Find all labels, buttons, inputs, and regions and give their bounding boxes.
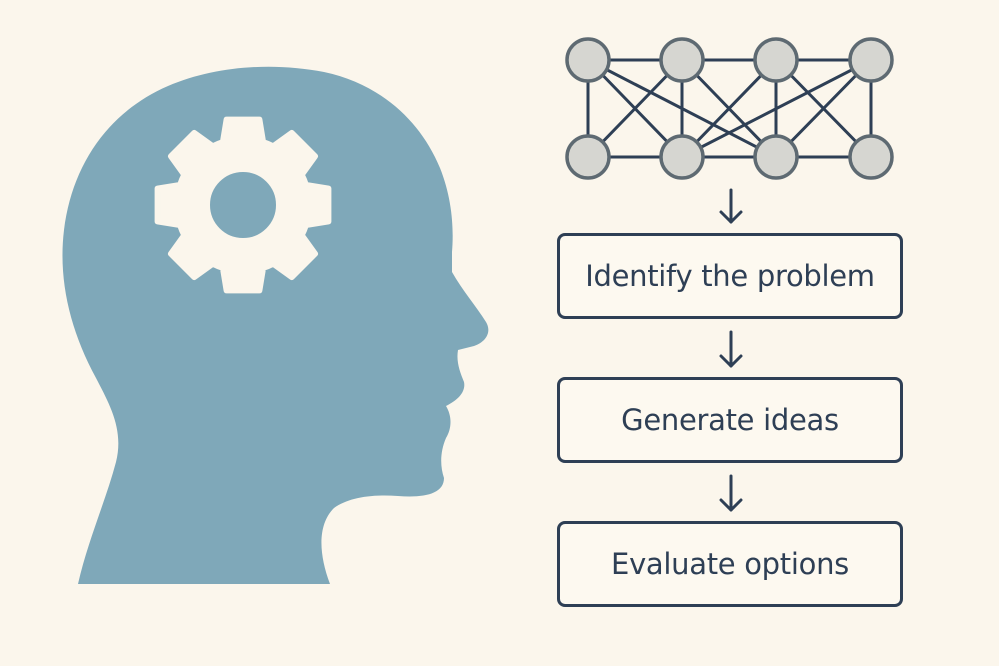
arrow-down-icon bbox=[719, 474, 743, 512]
step-label: Evaluate options bbox=[611, 547, 849, 581]
network-node bbox=[659, 37, 705, 83]
network-node bbox=[753, 134, 799, 180]
step-box-identify: Identify the problem bbox=[557, 233, 903, 319]
network-edges bbox=[586, 58, 873, 159]
step-box-evaluate: Evaluate options bbox=[557, 521, 903, 607]
step-label: Generate ideas bbox=[621, 403, 839, 437]
network-node bbox=[565, 37, 611, 83]
arrow-down-icon bbox=[719, 330, 743, 368]
gear-shape bbox=[154, 116, 332, 294]
network-nodes bbox=[565, 37, 894, 180]
network-node bbox=[848, 37, 894, 83]
step-label: Identify the problem bbox=[585, 259, 875, 293]
network-node bbox=[565, 134, 611, 180]
network-node bbox=[659, 134, 705, 180]
gear-icon bbox=[154, 116, 332, 294]
arrow-down-icon bbox=[719, 188, 743, 224]
step-box-generate: Generate ideas bbox=[557, 377, 903, 463]
network-edge bbox=[681, 58, 872, 159]
network-node bbox=[753, 37, 799, 83]
network-node bbox=[848, 134, 894, 180]
